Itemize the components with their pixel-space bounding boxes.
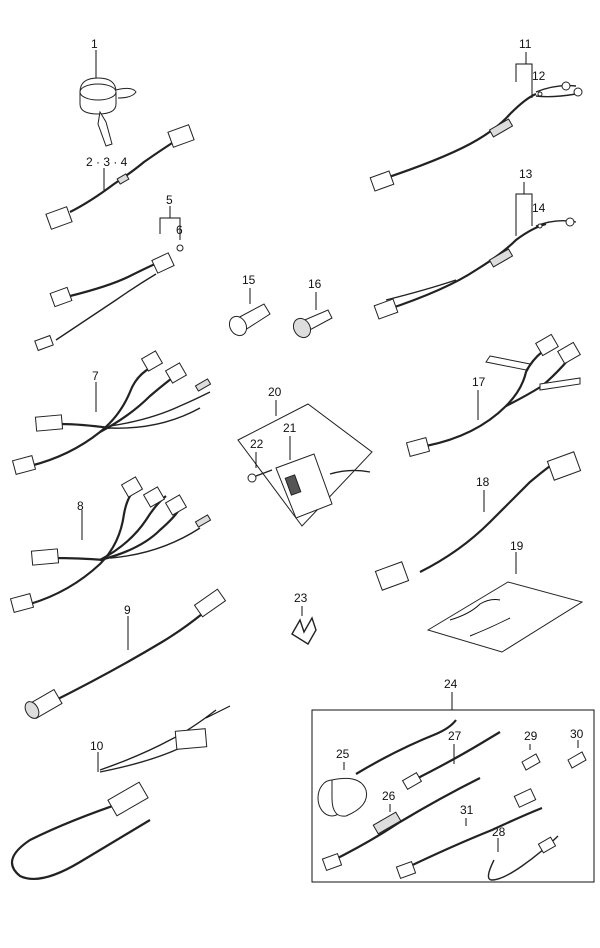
callout-10: 10 [90, 739, 104, 753]
part-25-gauge [317, 719, 457, 817]
part-17-harness [405, 333, 581, 457]
part-30-connector [567, 740, 587, 769]
part-19-parts-bag [426, 552, 584, 653]
part-15-connector [228, 288, 271, 337]
part-26-harness [321, 777, 481, 872]
callout-15: 15 [242, 273, 256, 287]
part-18-extension [374, 451, 582, 591]
part-27-cable [401, 731, 501, 791]
part-23-spring [291, 606, 317, 645]
part-13-harness [373, 182, 577, 320]
callout-17: 17 [472, 375, 486, 389]
callout-18: 18 [476, 475, 490, 489]
callout-14: 14 [532, 201, 546, 215]
part-5-y-harness [34, 206, 184, 352]
callout-24: 24 [444, 677, 458, 691]
part-11-harness [369, 52, 583, 192]
callout-27: 27 [448, 729, 462, 743]
part-24-kit-frame [311, 709, 595, 883]
part-2-3-4-extension-harness [45, 124, 195, 230]
callout-19: 19 [510, 539, 524, 553]
callout-30: 30 [570, 727, 584, 741]
part-8-branch-harness [9, 476, 212, 613]
callout-26: 26 [382, 789, 396, 803]
callout-25: 25 [336, 747, 350, 761]
part-7-branch-harness [11, 350, 212, 475]
callout-13: 13 [519, 167, 533, 181]
callout-7: 7 [92, 369, 99, 383]
part-29-connector [521, 744, 541, 771]
part-28-cable [487, 835, 559, 881]
callout-12: 12 [532, 69, 546, 83]
callout-22: 22 [250, 437, 264, 451]
callout-6: 6 [176, 223, 183, 237]
part-9-network-cable [24, 588, 227, 720]
callout-1: 1 [91, 37, 98, 51]
callout-23: 23 [294, 591, 308, 605]
callout-21: 21 [283, 421, 297, 435]
part-16-connector [292, 292, 333, 339]
part-1-cap [79, 50, 137, 147]
part-31-harness [395, 788, 543, 880]
part-21-switch [275, 436, 371, 519]
callout-20: 20 [268, 385, 282, 399]
callout-2-3-4: 2 · 3 · 4 [86, 155, 128, 169]
callout-8: 8 [77, 499, 84, 513]
part-10-power-cable [10, 705, 231, 880]
callout-16: 16 [308, 277, 322, 291]
callout-5: 5 [166, 193, 173, 207]
callout-9: 9 [124, 603, 131, 617]
callout-31: 31 [460, 803, 474, 817]
callout-29: 29 [524, 729, 538, 743]
part-22-screw [247, 452, 273, 483]
callout-11: 11 [519, 37, 532, 51]
